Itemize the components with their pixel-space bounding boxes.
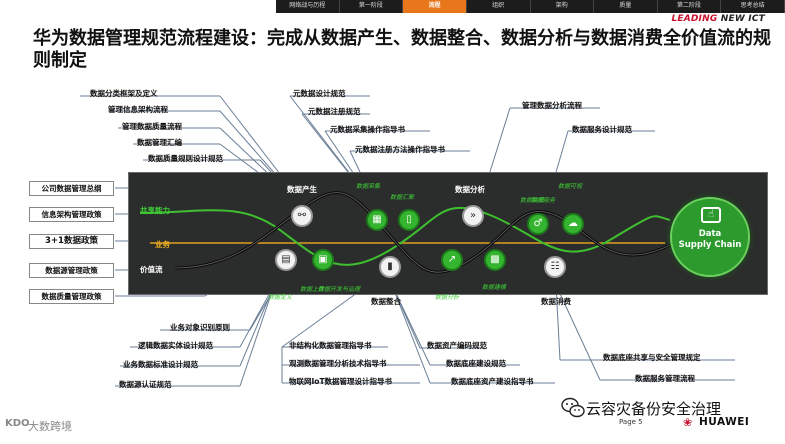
label-data-base-construction: 数据底座建设规范 <box>446 359 506 368</box>
tag-data-modeling: 数据建模 <box>482 284 507 291</box>
label-data-management-compendium: 数据管理汇编 <box>137 138 182 147</box>
label-metadata-registration-guide: 元数据注册方法操作指导书 <box>355 145 445 154</box>
label-metadata-design: 元数据设计规范 <box>293 89 346 98</box>
truck-icon[interactable]: ▮ <box>379 256 401 278</box>
dsc-line-2: Supply Chain <box>678 240 742 250</box>
monitor-icon[interactable]: ▦ <box>366 209 388 231</box>
nav-tab-organization[interactable]: 组织 <box>467 0 531 13</box>
tag-data-analysis: 数据分析 <box>435 294 460 301</box>
brand-slogan-part-2: NEW ICT <box>720 14 765 24</box>
tag-data-upload: 数据上传 <box>300 286 325 293</box>
tag-data-collection: 数据采集 <box>356 183 381 190</box>
watermark-text: 云容灾备份安全治理 <box>586 400 722 418</box>
label-data-service-process: 数据服务管理流程 <box>635 374 695 383</box>
label-data-analysis-process: 管理数据分析流程 <box>522 101 582 110</box>
label-info-architecture-process: 管理信息架构流程 <box>108 105 168 114</box>
label-business: 业务 <box>155 240 170 249</box>
box-data-quality-policy: 数据质量管理政策 <box>29 289 114 304</box>
label-unstructured-data-guide: 非结构化数据管理指导书 <box>289 341 372 350</box>
nav-tab-phase-1[interactable]: 第一阶段 <box>340 0 404 13</box>
data-supply-chain-circle[interactable]: ☝ Data Supply Chain <box>670 197 750 277</box>
share-icon[interactable]: ⚯ <box>291 205 313 227</box>
tag-data-definition: 数据定义 <box>268 294 293 301</box>
dsc-line-1: Data <box>698 229 722 239</box>
label-data-asset-coding: 数据资产编码规范 <box>427 341 487 350</box>
tag-data-catalog: 数据目录 <box>520 197 545 204</box>
nav-tab-phase-2[interactable]: 第二阶段 <box>658 0 722 13</box>
forward-icon[interactable]: » <box>462 205 484 227</box>
label-data-integrate: 数据整合 <box>371 297 401 306</box>
label-metadata-registration: 元数据注册规范 <box>308 107 361 116</box>
wechat-icon <box>561 397 585 418</box>
label-data-service-design: 数据服务设计规范 <box>572 125 632 134</box>
nav-tab-architecture[interactable]: 架构 <box>531 0 595 13</box>
brand-slogan-part-1: LEADING <box>671 14 721 24</box>
tablet-icon[interactable]: ▯ <box>398 209 420 231</box>
label-logical-entity-spec: 逻辑数据实体设计规范 <box>138 341 213 350</box>
label-data-analysis: 数据分析 <box>455 185 485 194</box>
value-stream-panel <box>128 172 768 295</box>
computer-icon[interactable]: ▣ <box>312 249 334 271</box>
data-supply-chain-label: Data Supply Chain <box>672 229 748 251</box>
top-navigation: 网络战与历程 第一阶段 流程 组织 架构 质量 第二阶段 思考总结 <box>276 0 785 13</box>
page-number: Page 5 <box>619 418 643 426</box>
people-icon[interactable]: ♂ <box>527 213 549 235</box>
nav-tab-quality[interactable]: 质量 <box>594 0 658 13</box>
label-data-base-sharing-security: 数据底座共享与安全管理规定 <box>603 353 701 362</box>
label-data-quality-rules: 数据质量规则设计规范 <box>148 154 223 163</box>
label-data-classification-framework: 数据分类框架及定义 <box>90 89 158 98</box>
huawei-logo-text: HUAWEI <box>699 416 750 428</box>
label-business-object-rules: 业务对象识别原则 <box>170 323 230 332</box>
tag-data-service: 数据服务 <box>531 197 556 204</box>
label-data-quality-process: 管理数据质量流程 <box>122 122 182 131</box>
slide-title: 华为数据管理规范流程建设：完成从数据产生、数据整合、数据分析与数据消费全价值流的… <box>33 28 771 71</box>
label-data-consume: 数据消费 <box>541 297 571 306</box>
tag-data-dev-governance: 数据开发与治理 <box>318 286 361 293</box>
chart-icon[interactable]: ↗ <box>441 249 463 271</box>
label-data-source-cert: 数据源认证规范 <box>119 380 172 389</box>
box-company-data-outline: 公司数据管理总纲 <box>29 181 114 196</box>
source-name: 大数跨境 <box>28 420 72 433</box>
label-iot-data-guide: 物联网IoT数据管理设计指导书 <box>289 377 393 386</box>
box-info-architecture-policy: 信息架构管理政策 <box>29 207 114 222</box>
label-value-stream: 价值流 <box>140 265 163 274</box>
label-business-data-standard: 业务数据标准设计规范 <box>123 360 198 369</box>
source-logo-icon: KDO <box>5 418 30 429</box>
label-data-base-asset-guide: 数据底座资产建设指导书 <box>451 377 534 386</box>
label-observation-data-guide: 观测数据管理分析技术指导书 <box>289 359 387 368</box>
database-icon[interactable]: ☷ <box>544 256 566 278</box>
label-business-ability: 共享能力 <box>140 206 170 215</box>
chip-icon[interactable]: ▩ <box>484 249 506 271</box>
huawei-petal-icon: ❀ <box>683 416 693 429</box>
brand-slogan: LEADING NEW ICT <box>671 14 765 24</box>
label-data-produce: 数据产生 <box>287 185 317 194</box>
box-data-source-policy: 数据源管理政策 <box>29 263 114 278</box>
cloud-icon[interactable]: ☁ <box>562 213 584 235</box>
nav-tab-history[interactable]: 网络战与历程 <box>276 0 340 13</box>
hand-tap-icon: ☝ <box>701 207 721 223</box>
nav-tab-process[interactable]: 流程 <box>403 0 467 13</box>
tag-data-visual: 数据可视 <box>558 183 583 190</box>
document-icon[interactable]: ▤ <box>275 249 297 271</box>
tag-data-aggregation: 数据汇聚 <box>390 194 415 201</box>
label-metadata-collection-guide: 元数据采集操作指导书 <box>330 125 405 134</box>
box-3plus1-data-policy: 3+1数据政策 <box>29 234 114 249</box>
